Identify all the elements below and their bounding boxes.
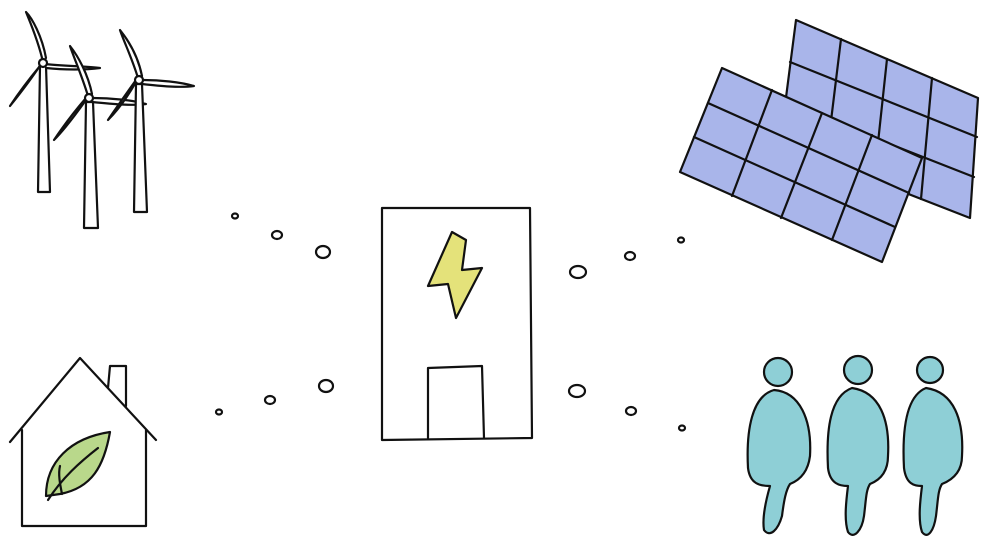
connector-station-to-people [567, 383, 687, 432]
connector-station-to-solar [568, 236, 686, 280]
power-station-icon [380, 206, 534, 442]
people-icon [746, 354, 964, 536]
person-right [902, 355, 964, 536]
wind-turbine-left [8, 10, 102, 194]
wind-turbine-right [106, 28, 196, 214]
lightning-bolt-icon [426, 230, 484, 320]
solar-panel-icon [678, 18, 980, 264]
person-left [746, 356, 812, 535]
connector-house-to-station [214, 378, 335, 416]
wind-turbine-middle [52, 44, 148, 230]
connector-wind-to-station [230, 212, 332, 260]
solar-panel-front [678, 66, 924, 264]
leaf-icon [44, 430, 112, 502]
eco-house-icon [8, 356, 158, 528]
wind-turbine-icon [8, 10, 196, 230]
person-middle [826, 354, 890, 536]
